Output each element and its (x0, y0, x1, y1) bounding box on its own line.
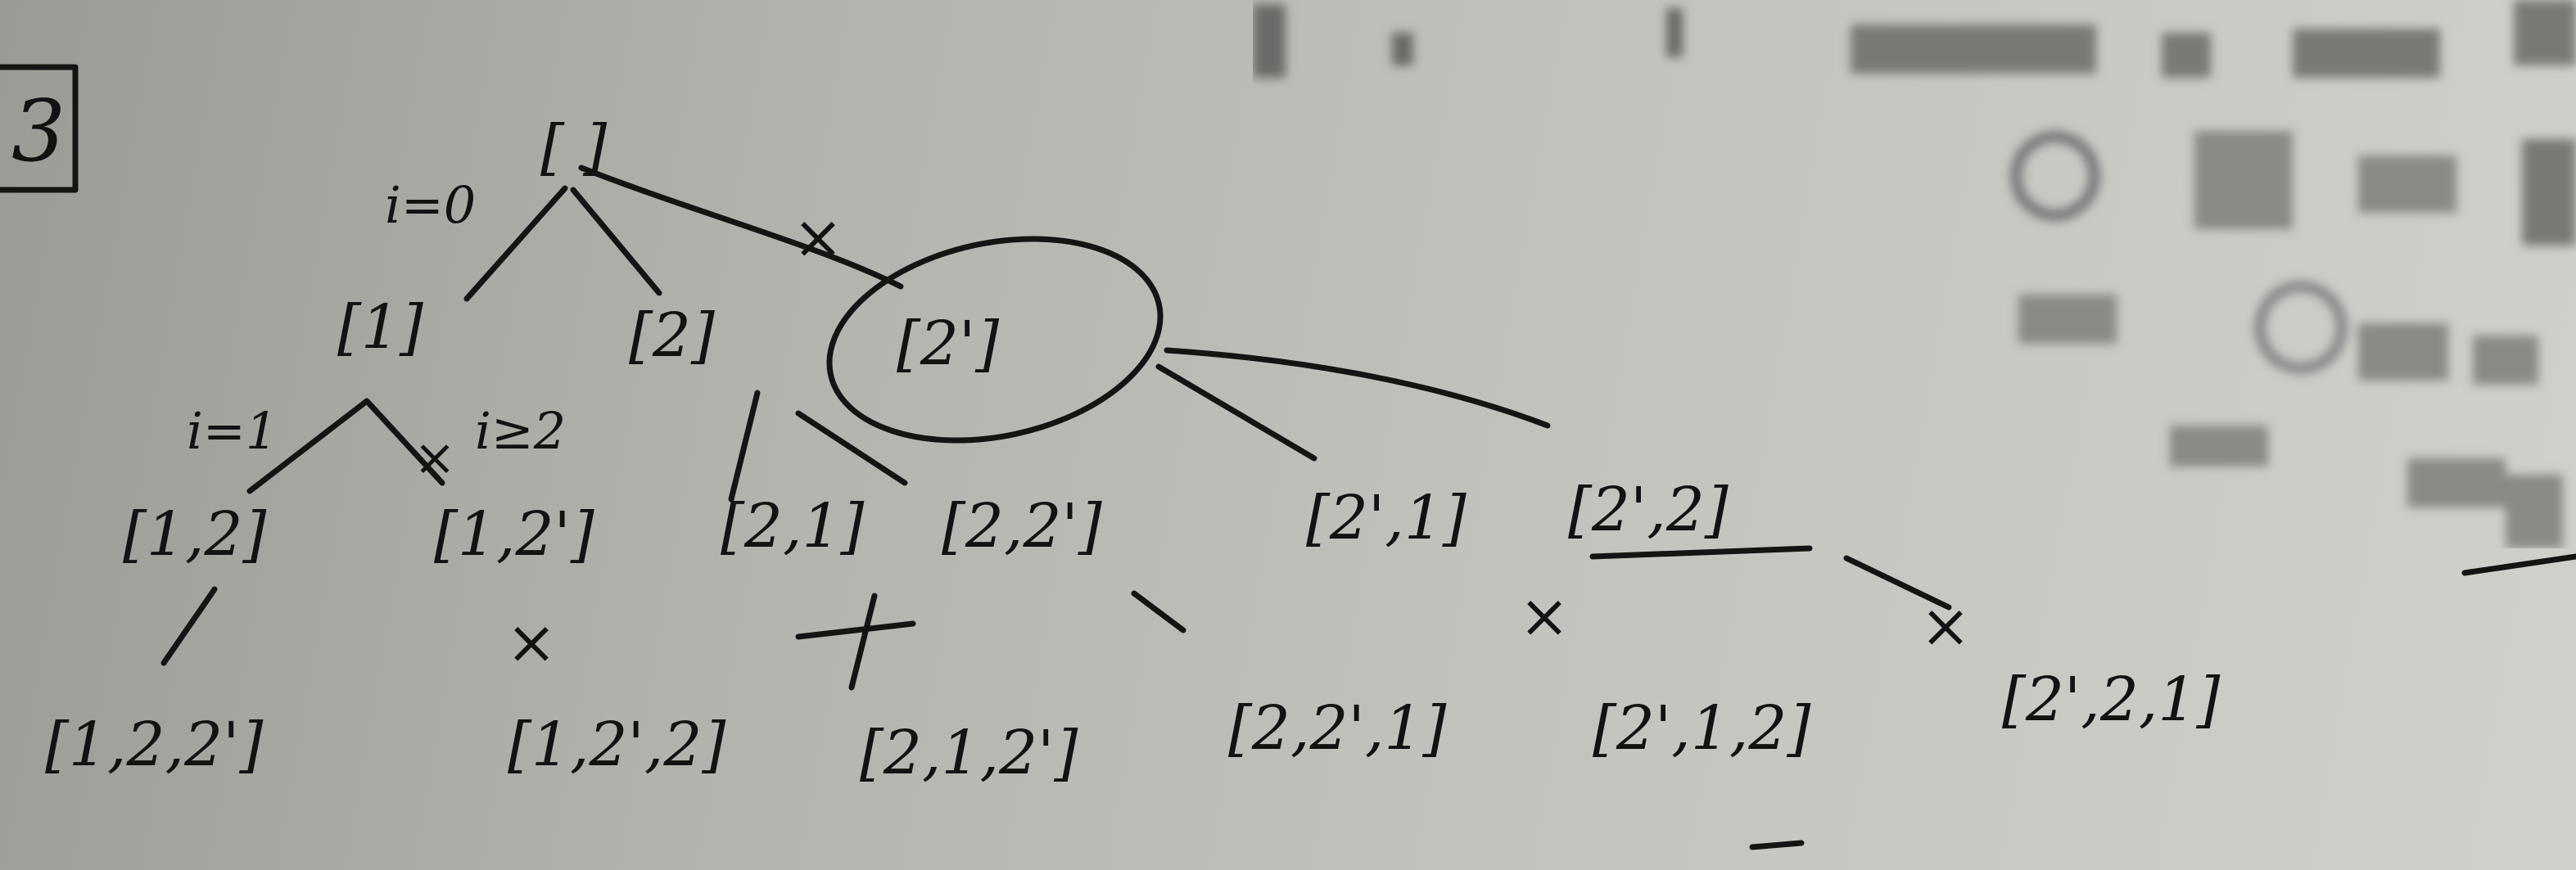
node-l1-2: [2] (629, 300, 715, 371)
problem-number: 3 (11, 81, 66, 181)
pruned-mark-l2-5: × (1519, 581, 1570, 651)
edge-root-2 (570, 187, 662, 296)
level-label-i0: i=0 (385, 175, 476, 235)
underline-node-l2-6 (1589, 545, 1813, 560)
redacted-underline (2461, 553, 2576, 576)
edge-l1-1-branches (246, 398, 445, 494)
circled-node (826, 236, 1164, 444)
edge-l1-2-a (728, 390, 761, 503)
level-label-i2: i≥2 (475, 401, 566, 461)
problem-number-box: 3 (0, 64, 79, 193)
node-l2-5: [2',1] (1306, 483, 1467, 553)
node-l3-1: [1,2,2'] (45, 710, 264, 780)
node-l3-6: [2',2,1] (2002, 665, 2221, 735)
edge-root-1 (463, 185, 568, 302)
node-l3-2: [1,2',2] (508, 710, 726, 780)
node-l2-3: [2,1] (721, 491, 865, 561)
edge-l1-2prime-b (1164, 347, 1551, 429)
edge-root-2prime (578, 165, 904, 290)
node-l2-6: [2',2] (1568, 475, 1729, 545)
node-l3-5: [2',1,2] (1593, 693, 1811, 764)
node-l1-2prime: [2'] (897, 309, 999, 379)
edge-l2-1 (160, 586, 218, 666)
node-l2-4: [2,2'] (942, 491, 1102, 561)
level-label-i1: i=1 (187, 401, 278, 461)
node-l2-1: [1,2] (123, 499, 267, 570)
edge-l1-2-b (795, 410, 908, 486)
pruned-mark-l1: × (414, 427, 456, 487)
stray-underline (1749, 840, 1805, 850)
pruned-mark-l2-6: × (1920, 591, 1971, 661)
node-l3-4: [2,2',1] (1228, 693, 1447, 764)
edge-l2-4 (1131, 590, 1186, 633)
pruned-mark-l2-2: × (506, 607, 557, 678)
edge-l2-3 (795, 593, 916, 691)
node-l1-1: [1] (337, 292, 423, 363)
redacted-region (1253, 0, 2576, 548)
node-l2-2: [1,2'] (434, 499, 594, 570)
edge-l2-6 (1843, 555, 1952, 611)
pruned-mark-root-edge: × (793, 202, 843, 273)
edge-l1-2prime-a (1155, 363, 1317, 462)
node-l3-3: [2,1,2'] (860, 718, 1078, 788)
